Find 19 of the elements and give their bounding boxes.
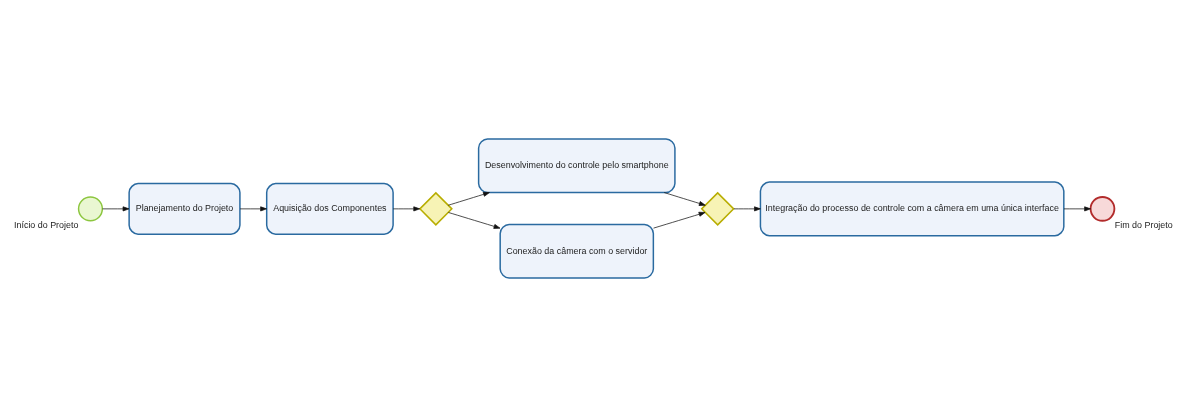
arrow (392, 205, 421, 211)
node-label: Fim do Projeto (1114, 219, 1173, 230)
arrow (663, 191, 706, 206)
arrow (653, 211, 706, 228)
arrow (448, 211, 501, 229)
node-box: Aquisição dos Componentes (265, 182, 394, 235)
node-circle (1089, 195, 1116, 222)
node-box: Planejamento do Projeto (128, 182, 241, 235)
arrow (447, 191, 490, 206)
arrow (239, 205, 267, 211)
node-box: Desenvolvimento do controle pelo smartphone (477, 137, 676, 193)
arrow (733, 205, 761, 211)
node-label: Início do Projeto (14, 219, 79, 230)
node-diamond (418, 191, 453, 226)
arrow (1063, 205, 1091, 211)
node-circle (77, 195, 104, 221)
node-box: Conexão da câmera com o servidor (499, 223, 655, 279)
node-box: Integração do processo de controle com a câmera em uma única interface (759, 180, 1065, 236)
arrow (102, 205, 130, 211)
